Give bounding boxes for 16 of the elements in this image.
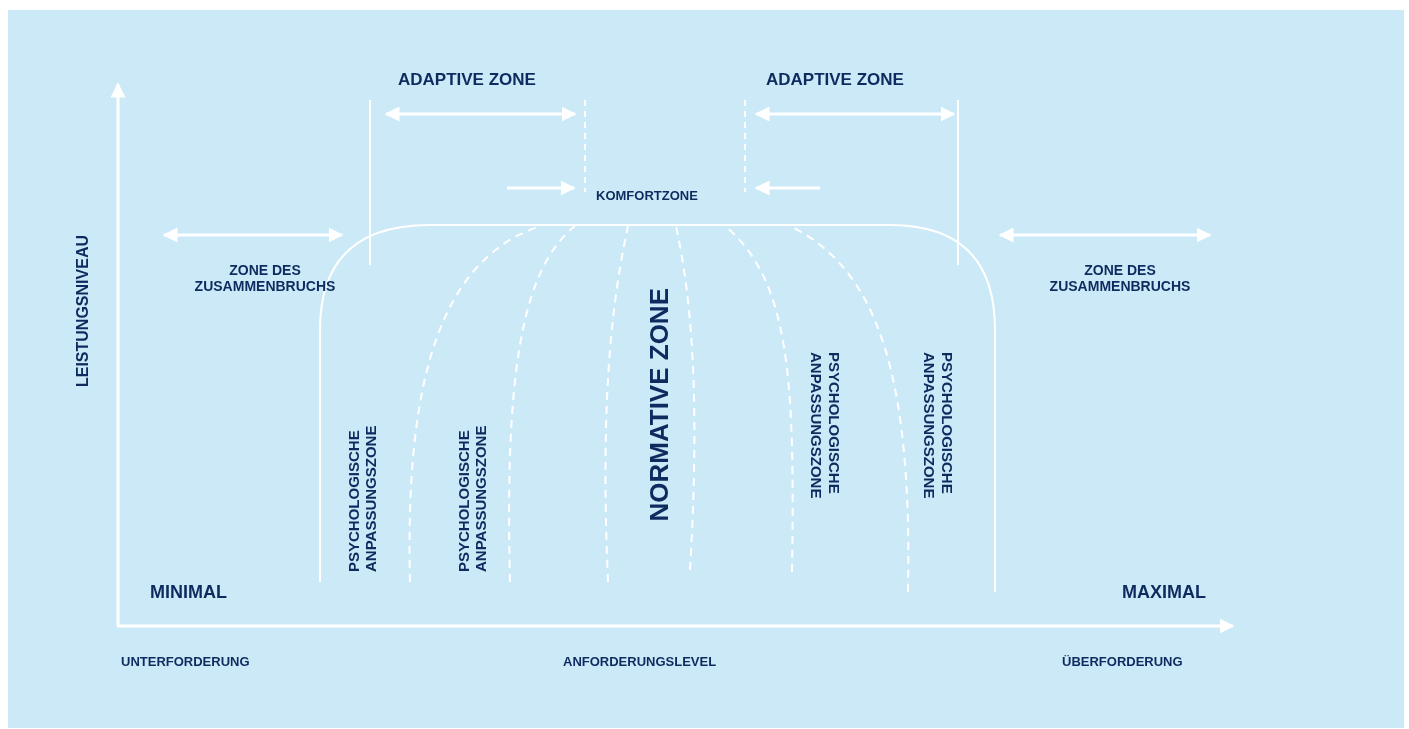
zone-label: NORMATIVE ZONE bbox=[645, 288, 675, 522]
axis-end-label: MAXIMAL bbox=[1122, 582, 1206, 603]
zone-label: KOMFORTZONE bbox=[596, 189, 698, 204]
axis-end-label: MINIMAL bbox=[150, 582, 227, 603]
zone-label: PSYCHOLOGISCHE ANPASSUNGSZONE bbox=[808, 352, 843, 501]
zone-label: ADAPTIVE ZONE bbox=[398, 70, 536, 90]
axis-label: ÜBERFORDERUNG bbox=[1062, 655, 1183, 670]
zone-label: ADAPTIVE ZONE bbox=[766, 70, 904, 90]
zone-label: PSYCHOLOGISCHE ANPASSUNGSZONE bbox=[455, 424, 490, 572]
zone-label: PSYCHOLOGISCHE ANPASSUNGSZONE bbox=[345, 424, 380, 572]
axis-label: UNTERFORDERUNG bbox=[121, 655, 250, 670]
axis-label: ANFORDERUNGSLEVEL bbox=[563, 655, 717, 670]
zone-label: PSYCHOLOGISCHE ANPASSUNGSZONE bbox=[921, 352, 956, 501]
axis-label: LEISTUNGSNIVEAU bbox=[74, 235, 92, 387]
zone-label: ZONE DES ZUSAMMENBRUCHS bbox=[193, 262, 337, 295]
zone-label: ZONE DES ZUSAMMENBRUCHS bbox=[1048, 262, 1192, 295]
